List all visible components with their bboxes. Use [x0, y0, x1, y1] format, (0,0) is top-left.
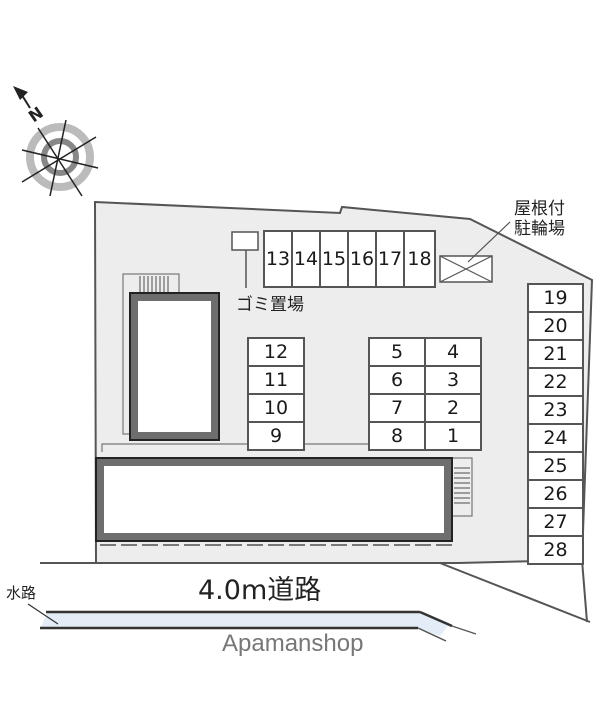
road-label: 4.0m道路	[198, 575, 322, 606]
parking-slot: 16	[347, 230, 377, 288]
parking-slot: 21	[527, 339, 584, 369]
parking-slot: 25	[527, 451, 584, 481]
parking-slot: 11	[247, 365, 305, 395]
parking-slot: 5	[368, 337, 426, 367]
parking-slot: 13	[263, 230, 293, 288]
parking-slot: 22	[527, 367, 584, 397]
parking-slot: 20	[527, 311, 584, 341]
garbage-area-label: ゴミ置場	[236, 295, 304, 315]
parking-slot: 26	[527, 479, 584, 509]
parking-slot: 3	[424, 365, 482, 395]
parking-slot: 10	[247, 393, 305, 423]
garbage-area	[231, 231, 259, 251]
parking-slot: 9	[247, 421, 305, 451]
parking-slot: 12	[247, 337, 305, 367]
parking-slot: 24	[527, 423, 584, 453]
brand-watermark: Apamanshop	[222, 630, 364, 657]
parking-slot: 4	[424, 337, 482, 367]
waterway	[40, 611, 450, 636]
compass-icon: N	[13, 86, 99, 197]
building-north	[129, 292, 220, 441]
parking-slot: 14	[291, 230, 321, 288]
parking-slot: 23	[527, 395, 584, 425]
parking-slot: 7	[368, 393, 426, 423]
parking-slot: 15	[319, 230, 349, 288]
bicycle-parking-label-line1: 屋根付	[514, 199, 565, 219]
parking-slot: 1	[424, 421, 482, 451]
parking-slot: 8	[368, 421, 426, 451]
parking-slot: 17	[375, 230, 405, 288]
parking-slot: 6	[368, 365, 426, 395]
bicycle-parking-label-line2: 駐輪場	[514, 219, 565, 239]
parking-slot: 28	[527, 535, 584, 565]
parking-slot: 19	[527, 283, 584, 313]
parking-slot: 27	[527, 507, 584, 537]
waterway-label: 水路	[6, 584, 37, 602]
parking-slot: 2	[424, 393, 482, 423]
parking-slot: 18	[403, 230, 436, 288]
building-south	[95, 457, 453, 542]
covered-bicycle-parking	[439, 221, 511, 283]
